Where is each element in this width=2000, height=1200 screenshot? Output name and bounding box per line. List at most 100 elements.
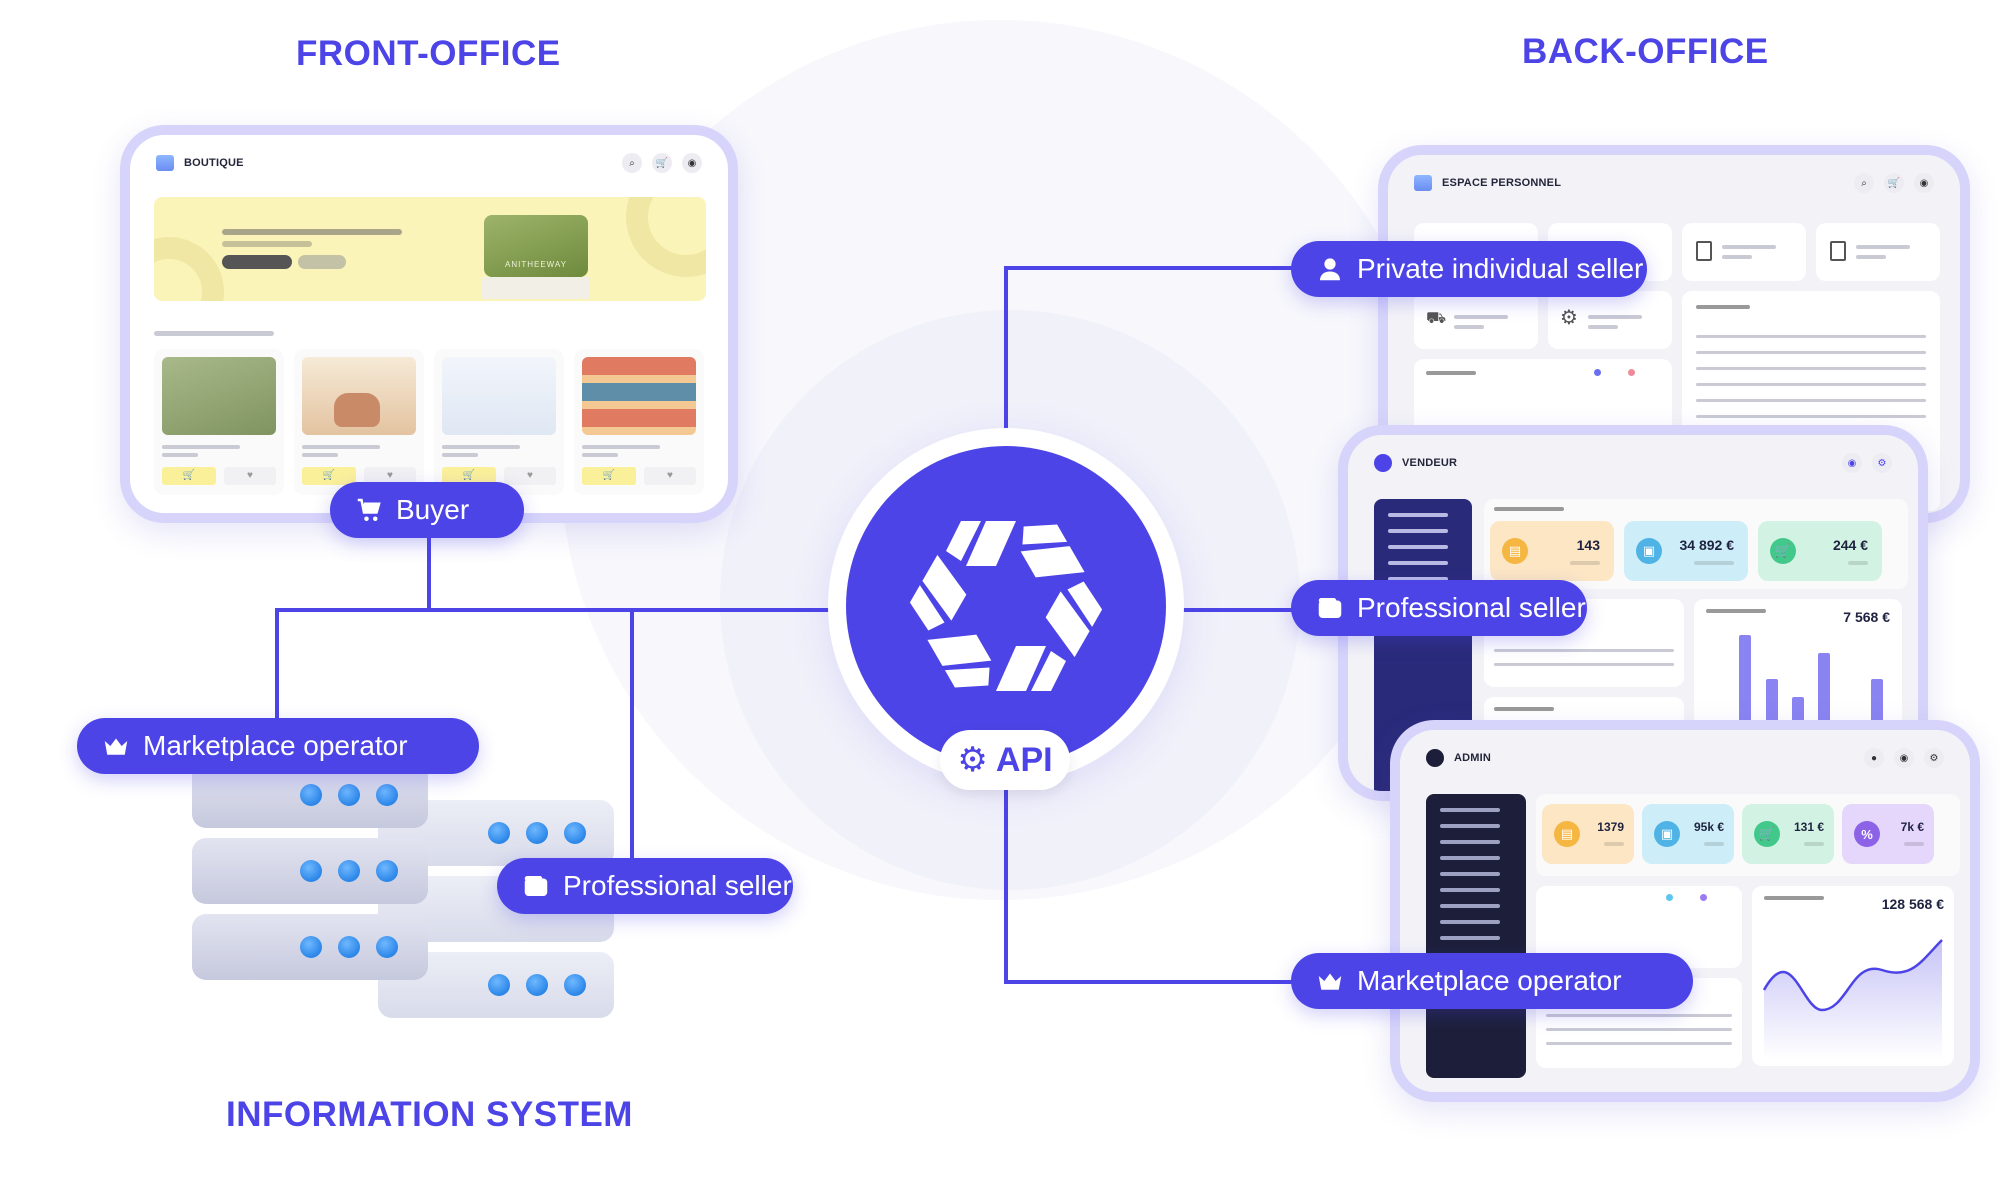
- admin-title: ADMIN: [1454, 752, 1492, 764]
- sidebar-item[interactable]: [1440, 888, 1500, 892]
- search-icon[interactable]: ⌕: [1854, 173, 1874, 193]
- sidebar-item[interactable]: [1388, 545, 1448, 549]
- product-price-line: [162, 453, 198, 457]
- professional-seller-pill-right[interactable]: Professional seller: [1291, 580, 1587, 636]
- boutique-topbar: BOUTIQUE ⌕ 🛒 ◉: [130, 135, 728, 191]
- sidebar-item[interactable]: [1440, 840, 1500, 844]
- sidebar-item[interactable]: [1440, 856, 1500, 860]
- product-card-4[interactable]: 🛒 ♥: [574, 349, 704, 495]
- kpi-revenue[interactable]: ▣ 95k €: [1642, 804, 1734, 864]
- add-to-cart-button[interactable]: 🛒: [582, 467, 636, 485]
- tile-label-line: [1722, 245, 1776, 249]
- products-section-heading: [154, 331, 274, 336]
- api-label: API: [995, 740, 1053, 779]
- user-icon[interactable]: ◉: [1842, 453, 1862, 473]
- banner-deco-circle-left: [154, 237, 224, 301]
- sidebar-item[interactable]: [1388, 561, 1448, 565]
- cash-icon: ▣: [1654, 821, 1680, 847]
- heart-icon[interactable]: ♥: [224, 467, 276, 485]
- document-icon: [1696, 241, 1712, 261]
- kpi-value: 131 €: [1793, 820, 1824, 834]
- sidebar-item[interactable]: [1440, 904, 1500, 908]
- list-row: [1546, 1014, 1732, 1017]
- server-led: [488, 974, 510, 996]
- product-card-1[interactable]: 🛒 ♥: [154, 349, 284, 495]
- sidebar-item[interactable]: [1440, 920, 1500, 924]
- chart-bar: [1739, 635, 1752, 735]
- cart-icon: 🛒: [1770, 538, 1796, 564]
- gear-icon[interactable]: ⚙: [1924, 748, 1944, 768]
- sidebar-item[interactable]: [1388, 577, 1448, 581]
- private-individual-seller-label: Private individual seller: [1357, 253, 1644, 284]
- tile-settings[interactable]: ⚙: [1548, 291, 1672, 349]
- percent-icon: %: [1854, 821, 1880, 847]
- product-name-line: [442, 445, 520, 449]
- professional-seller-label: Professional seller: [1357, 592, 1586, 623]
- add-to-cart-button[interactable]: 🛒: [442, 467, 496, 485]
- list-row: [1494, 663, 1674, 666]
- kpi-orders[interactable]: ▤ 143: [1490, 521, 1614, 581]
- tile-sub-line: [1722, 255, 1752, 259]
- sidebar-item[interactable]: [1388, 513, 1448, 517]
- tile-documents[interactable]: [1682, 223, 1806, 281]
- marketplace-operator-pill-left[interactable]: Marketplace operator: [77, 718, 479, 774]
- server-led: [526, 974, 548, 996]
- kpi-sub-line: [1570, 561, 1600, 565]
- api-badge[interactable]: ⚙ API: [940, 730, 1070, 790]
- product-card-2[interactable]: 🛒 ♥: [294, 349, 424, 495]
- heart-icon[interactable]: ♥: [644, 467, 696, 485]
- wire-buyer-down: [427, 522, 431, 612]
- heart-icon[interactable]: ♥: [504, 467, 556, 485]
- tile-label-line: [1454, 315, 1508, 319]
- hero-banner[interactable]: ANITHEEWAY: [154, 197, 706, 301]
- tile-invoices[interactable]: [1816, 223, 1940, 281]
- user-icon[interactable]: ◉: [682, 153, 702, 173]
- banner-secondary-button[interactable]: [298, 255, 346, 269]
- banner-primary-button[interactable]: [222, 255, 292, 269]
- chart-total: 7 568 €: [1843, 609, 1890, 625]
- wire-operator-left-up: [275, 608, 279, 718]
- tile-sub-line: [1454, 325, 1484, 329]
- kpi-value: 244 €: [1832, 537, 1868, 553]
- search-icon[interactable]: ⌕: [622, 153, 642, 173]
- marketplace-operator-pill-right[interactable]: Marketplace operator: [1291, 953, 1693, 1009]
- kpi-basket[interactable]: 🛒 131 €: [1742, 804, 1834, 864]
- kpi-commission[interactable]: % 7k €: [1842, 804, 1934, 864]
- crown-icon: [1318, 973, 1342, 990]
- add-to-cart-button[interactable]: 🛒: [162, 467, 216, 485]
- private-individual-seller-pill[interactable]: Private individual seller: [1291, 241, 1647, 297]
- legend-dot-purple: [1700, 894, 1707, 901]
- heart-icon[interactable]: ♥: [364, 467, 416, 485]
- product-price-line: [302, 453, 338, 457]
- buyer-pill[interactable]: Buyer: [330, 482, 524, 538]
- sidebar-item[interactable]: [1440, 824, 1500, 828]
- cart-icon[interactable]: 🛒: [652, 153, 672, 173]
- sidebar-item[interactable]: [1440, 808, 1500, 812]
- kpi-basket[interactable]: 🛒 244 €: [1758, 521, 1882, 581]
- user-icon[interactable]: ◉: [1894, 748, 1914, 768]
- sidebar-item[interactable]: [1440, 936, 1500, 940]
- vendeur-title: VENDEUR: [1402, 457, 1458, 469]
- kpi-revenue[interactable]: ▣ 34 892 €: [1624, 521, 1748, 581]
- chat-icon[interactable]: ●: [1864, 748, 1884, 768]
- chart-heading-line: [1426, 371, 1476, 375]
- tile-label-line: [1856, 245, 1910, 249]
- server-led: [376, 936, 398, 958]
- server-front-3: [192, 914, 428, 980]
- gear-icon[interactable]: ⚙: [1872, 453, 1892, 473]
- sidebar-item[interactable]: [1388, 529, 1448, 533]
- soap-brand-label: ANITHEEWAY: [504, 260, 567, 269]
- kpi-orders[interactable]: ▤ 1379: [1542, 804, 1634, 864]
- user-icon[interactable]: ◉: [1914, 173, 1934, 193]
- product-card-3[interactable]: 🛒 ♥: [434, 349, 564, 495]
- tile-delivery[interactable]: ⛟: [1414, 291, 1538, 349]
- add-to-cart-button[interactable]: 🛒: [302, 467, 356, 485]
- sidebar-item[interactable]: [1440, 872, 1500, 876]
- api-hub[interactable]: [846, 446, 1166, 766]
- cart-icon[interactable]: 🛒: [1884, 173, 1904, 193]
- buyer-label: Buyer: [396, 494, 470, 525]
- stats-heading-line: [1494, 507, 1564, 511]
- product-price-line: [442, 453, 478, 457]
- product-image-3: [442, 357, 556, 435]
- professional-seller-pill-left[interactable]: Professional seller: [497, 858, 793, 914]
